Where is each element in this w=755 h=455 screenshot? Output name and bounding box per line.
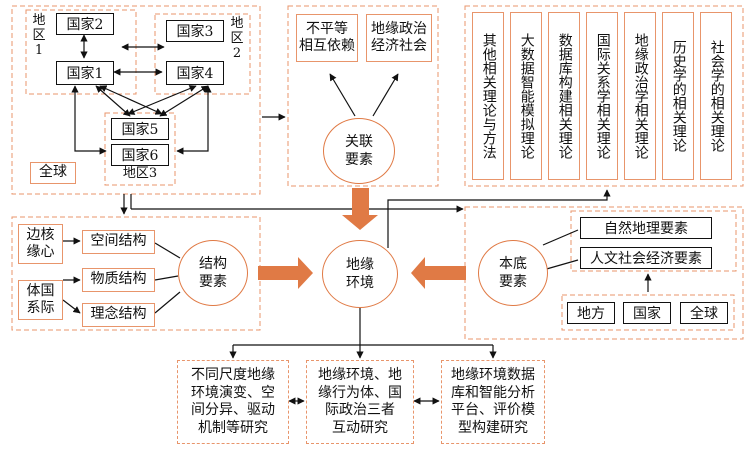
theory-column-1: 大数据智能模拟理论	[510, 12, 542, 180]
country-5: 国家5	[111, 118, 169, 140]
base-items-frame	[570, 210, 737, 272]
base-to-center-arrow	[411, 257, 466, 289]
output-research-interaction: 地缘环境、地 缘行为体、国 际政治三者 互动研究	[306, 360, 414, 444]
base-item-natural: 自然地理要素	[580, 217, 712, 239]
base-circle: 本底 要素	[478, 240, 548, 306]
relation-item-geopolitics: 地缘政治 经济社会	[366, 14, 432, 62]
relation-circle: 关联 要素	[323, 118, 395, 184]
country-3: 国家3	[166, 20, 224, 42]
structure-to-center-arrow	[258, 257, 313, 289]
relation-frame	[287, 5, 439, 187]
structure-group-core-periphery: 边核 缘心	[18, 224, 63, 264]
theory-column-0: 其他相关理论与方法	[472, 12, 504, 180]
theory-frame	[464, 5, 744, 187]
output-research-database: 地缘环境数据 库和智能分析 平台、评价模 型构建研究	[441, 360, 545, 444]
structure-circle: 结构 要素	[178, 240, 248, 306]
scale-global: 全球	[680, 302, 728, 324]
theory-column-5: 历史学的相关理论	[662, 12, 694, 180]
structure-group-international-system: 体国 系际	[18, 280, 63, 320]
region1-label: 地 区 1	[32, 13, 46, 58]
scale-national: 国家	[623, 302, 671, 324]
structure-item-spatial: 空间结构	[82, 230, 155, 254]
structure-item-material: 物质结构	[82, 268, 155, 292]
global-region-frame	[11, 5, 261, 195]
theory-column-3: 国际关系学相关理论	[586, 12, 618, 180]
theory-column-4: 地缘政治学相关理论	[624, 12, 656, 180]
scale-local: 地方	[567, 302, 615, 324]
theory-column-2: 数据库构建相关理论	[548, 12, 580, 180]
scale-frame	[561, 294, 735, 331]
country-4: 国家4	[166, 61, 224, 85]
country-1: 国家1	[56, 61, 114, 85]
structure-item-ideational: 理念结构	[82, 303, 155, 327]
theory-column-6: 社会学的相关理论	[700, 12, 732, 180]
relation-item-interdependence: 不平等 相互依赖	[296, 14, 358, 62]
country-6: 国家6	[111, 144, 169, 166]
global-label: 全球	[30, 162, 76, 184]
relation-to-center-arrow	[342, 188, 378, 230]
base-item-human: 人文社会经济要素	[580, 247, 712, 269]
region3-label: 地区3	[122, 166, 158, 181]
region2-label: 地 区 2	[230, 16, 244, 61]
country-2: 国家2	[56, 13, 114, 35]
output-research-evolution: 不同尺度地缘 环境演变、空 间分异、驱动 机制等研究	[177, 360, 289, 444]
center-circle: 地缘 环境	[322, 240, 398, 308]
